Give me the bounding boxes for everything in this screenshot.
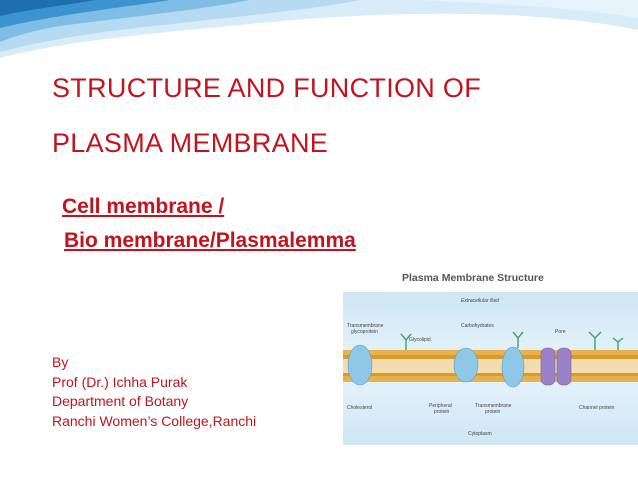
credit-department: Department of Botany — [52, 393, 189, 409]
label-transmembrane-protein-1: Transmembrane — [475, 403, 512, 409]
plasma-membrane-figure: Plasma Membrane Structure — [343, 268, 638, 445]
upper-phospholipid-heads — [343, 350, 638, 359]
label-glycolipid: Glycolipid — [409, 337, 431, 343]
credit-college: Ranchi Women’s College,Ranchi — [52, 412, 257, 429]
label-transmembrane-glycoprotein-1: Transmembrane — [347, 323, 384, 329]
label-extracellular-fluid: Extracellular fluid — [461, 298, 500, 304]
label-carbohydrates: Carbohydrates — [461, 323, 494, 329]
subtitle-line-2: Bio membrane/Plasmalemma — [64, 229, 356, 252]
label-peripheral-protein-2: protein — [434, 409, 450, 415]
label-cholesterol: Cholesterol — [347, 405, 373, 411]
credit-by: By — [52, 354, 69, 370]
subtitle-line-1: Cell membrane / — [62, 195, 225, 218]
lower-phospholipid-heads — [343, 373, 638, 382]
membrane-diagram — [343, 292, 638, 445]
label-transmembrane-protein-2: protein — [485, 409, 501, 415]
label-channel-protein: Channel protein — [579, 405, 615, 411]
credit-author: Prof (Dr.) Ichha Purak — [52, 373, 188, 390]
label-pore: Pore — [555, 329, 566, 335]
slide-title-line-1: STRUCTURE AND FUNCTION OF — [52, 73, 481, 103]
slide-title-line-2: PLASMA MEMBRANE — [52, 128, 329, 158]
label-peripheral-protein-1: Peripheral — [429, 403, 452, 409]
author-credits: By Prof (Dr.) Ichha Purak Department of … — [52, 353, 256, 431]
label-transmembrane-glycoprotein-2: glycoprotein — [351, 329, 378, 335]
label-cytoplasm: Cytoplasm — [468, 431, 492, 437]
figure-title: Plasma Membrane Structure — [402, 272, 544, 284]
top-wave-decoration — [0, 0, 638, 58]
